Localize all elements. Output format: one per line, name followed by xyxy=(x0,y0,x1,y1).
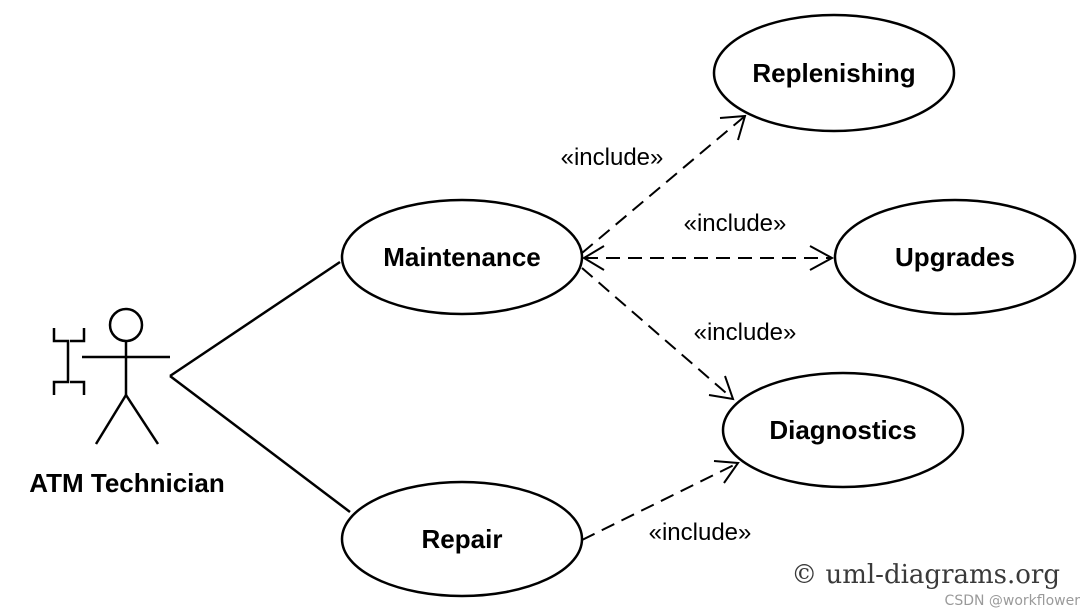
wrench-icon xyxy=(52,328,86,395)
include-maintenance-diagnostics xyxy=(581,267,735,401)
stereotype-label: «include» xyxy=(684,210,787,237)
actor-head xyxy=(108,307,144,343)
use-case-upgrades[interactable]: Upgrades xyxy=(833,198,1077,316)
use-case-label: Diagnostics xyxy=(769,415,916,445)
association-maintenance xyxy=(169,260,341,378)
use-case-replenishing[interactable]: Replenishing xyxy=(712,13,956,133)
use-case-repair[interactable]: Repair xyxy=(340,480,584,598)
association-repair xyxy=(169,375,351,513)
include-maintenance-upgrades xyxy=(582,245,835,271)
actor-right-leg xyxy=(124,394,160,445)
include-repair-diagnostics xyxy=(581,460,740,541)
watermark: © uml-diagrams.org xyxy=(791,560,1060,590)
use-case-label: Repair xyxy=(422,524,503,554)
actor-atm-technician[interactable] xyxy=(52,307,170,445)
use-case-maintenance[interactable]: Maintenance xyxy=(340,198,584,316)
stereotype-label: «include» xyxy=(649,519,752,546)
actor-label: ATM Technician xyxy=(29,468,225,498)
include-maintenance-replenishing xyxy=(581,114,747,254)
credit-text: CSDN @workflower xyxy=(945,593,1081,609)
use-case-label: Maintenance xyxy=(383,242,541,272)
actor-left-leg xyxy=(94,394,128,445)
use-case-label: Upgrades xyxy=(895,242,1015,272)
stereotype-label: «include» xyxy=(694,319,797,346)
use-case-label: Replenishing xyxy=(752,58,915,88)
stereotype-label: «include» xyxy=(561,144,664,171)
use-case-diagnostics[interactable]: Diagnostics xyxy=(721,371,965,489)
